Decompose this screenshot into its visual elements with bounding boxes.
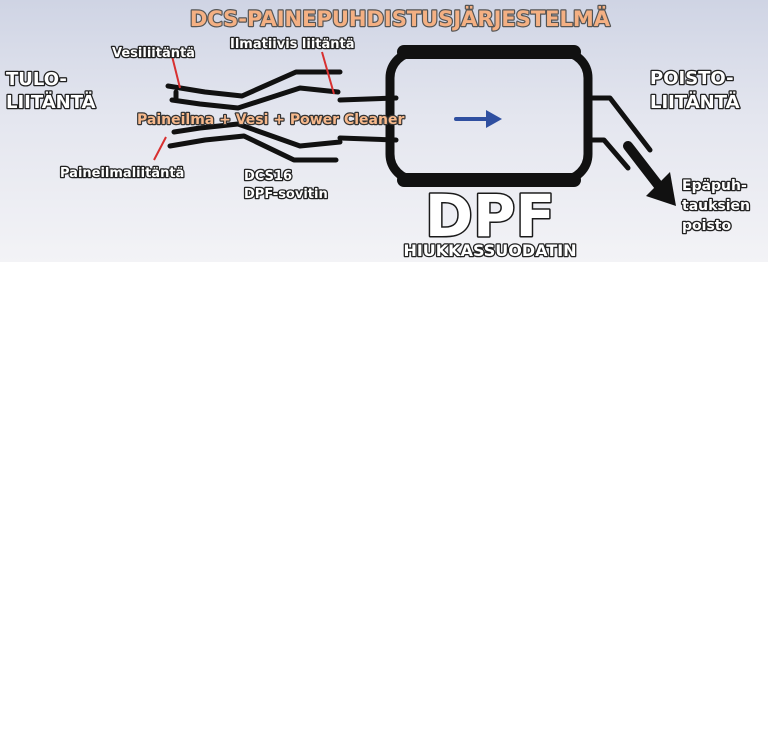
inlet-label-line2: LIITÄNTÄ [6,91,96,113]
filter-label: HIUKKASSUODATIN [403,241,576,260]
outlet-label-line1: POISTO- [650,68,734,89]
pointer-lines [153,51,335,161]
diagram-background [0,0,768,262]
empty-area [0,262,768,750]
adapter-label-line2: DPF-sovitin [244,187,328,202]
diagram-canvas: DCS-PAINEPUHDISTUSJÄRJESTELMÄ [0,0,768,262]
water-connection-label: Vesiliitäntä [112,46,195,61]
flow-label: Paineilma + Vesi + Power Cleaner [137,112,404,128]
impurity-label-line1: Epäpuh- [682,178,747,194]
outlet-label-line2: LIITÄNTÄ [650,91,740,113]
impurity-label-line2: tauksien [682,198,750,214]
diagram-title: DCS-PAINEPUHDISTUSJÄRJESTELMÄ [190,6,611,31]
inlet-pipe [165,69,343,163]
airtight-connection-label: Ilmatiivis liitäntä [230,37,355,52]
impurity-arrow [623,141,676,206]
flow-arrow [454,110,502,128]
compressed-air-connection-label: Paineilmaliitäntä [60,166,184,181]
adapter-label-line1: DCS16 [244,169,292,184]
dpf-housing [385,45,593,187]
inlet-label-line1: TULO- [6,69,67,90]
dpf-cleaning-diagram: DCS-PAINEPUHDISTUSJÄRJESTELMÄ [0,0,768,262]
outlet-pipe [585,95,653,171]
dpf-label: DPF [425,182,555,250]
impurity-label-line3: poisto [682,218,731,234]
